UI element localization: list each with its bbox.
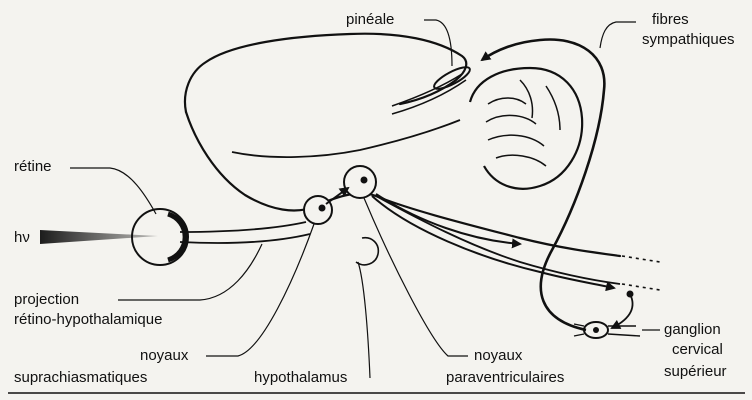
leader-projection	[118, 244, 262, 300]
label-hv: hν	[14, 228, 30, 247]
suprachiasmatic-nuclei-shape	[304, 196, 332, 224]
cerebrum-outline	[185, 34, 466, 112]
label-noyaux-para: noyaux	[474, 346, 522, 365]
spinal-cord-dashes	[622, 256, 660, 290]
ganglion-dot	[593, 327, 599, 333]
paraventricular-nuclei-shape	[344, 166, 376, 198]
leader-retine	[70, 168, 156, 214]
brain-base-outline	[186, 112, 620, 256]
label-cervical: cervical	[672, 340, 723, 359]
cerebellum-folia	[486, 80, 560, 166]
label-retine: rétine	[14, 157, 52, 176]
label-sympathiques: sympathiques	[642, 30, 735, 49]
label-pineale: pinéale	[346, 10, 394, 29]
leader-noyaux-para	[364, 198, 468, 356]
label-projection: projection	[14, 290, 79, 309]
leader-fibres	[600, 22, 636, 48]
label-ganglion: ganglion	[664, 320, 721, 339]
suprachiasmatic-dot	[319, 205, 326, 212]
light-beam	[40, 230, 158, 244]
paraventricular-dot	[361, 177, 368, 184]
spinal-to-ganglion-fiber	[612, 294, 633, 328]
label-hypothalamus: hypothalamus	[254, 368, 347, 387]
leader-hypothalamus	[358, 262, 370, 378]
label-superieur: supérieur	[664, 362, 727, 381]
label-noyaux-supra: noyaux	[140, 346, 188, 365]
label-suprachiasmatiques: suprachiasmatiques	[14, 368, 147, 387]
pituitary-loop	[356, 238, 378, 265]
label-fibres: fibres	[652, 10, 689, 29]
cortex-lower-edge	[232, 120, 460, 157]
label-paraventriculaires: paraventriculaires	[446, 368, 564, 387]
pvn-descending-pathway	[372, 196, 614, 288]
label-retino-hypothalamique: rétino-hypothalamique	[14, 310, 162, 329]
retino-hypothalamic-tract	[180, 222, 310, 243]
